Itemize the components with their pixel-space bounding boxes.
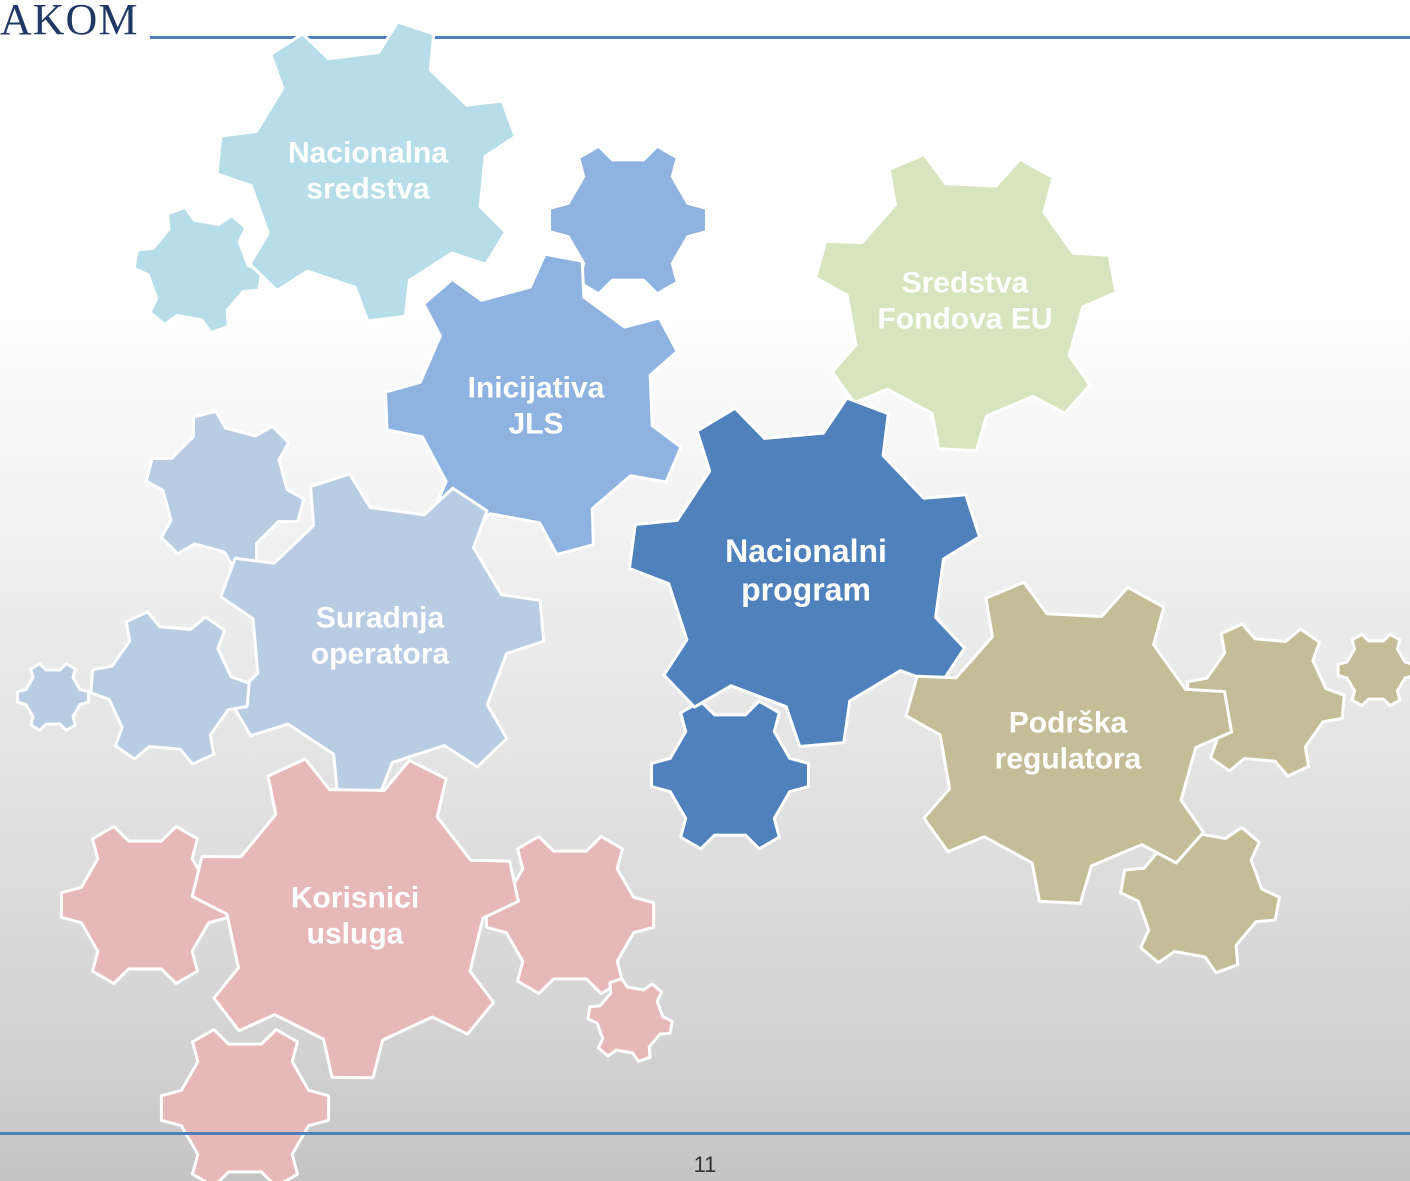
tiny-pink-gear-shape xyxy=(586,977,674,1063)
gear-nacionalni-program-label-line: Nacionalni xyxy=(725,533,887,569)
small-midblue-gear xyxy=(548,144,708,296)
gear-nacionalni-program-shape xyxy=(627,396,981,748)
small-midblue-gear-shape xyxy=(548,144,708,296)
gear-inicijativa-jls-label-line: JLS xyxy=(508,408,563,441)
tiny-lightblue-gear xyxy=(16,662,90,732)
small-pink-gear-bottom xyxy=(159,1028,331,1181)
gear-korisnici-usluga-shape xyxy=(190,757,520,1080)
tiny-pink-gear xyxy=(586,977,674,1063)
small-pink-gear-bottom-shape xyxy=(159,1028,331,1181)
gear-nacionalna-sredstva-shape xyxy=(215,20,517,323)
small-pink-gear-right xyxy=(484,835,656,995)
small-pink-gear-left xyxy=(59,825,231,985)
gear-inicijativa-jls-label-line: Inicijativa xyxy=(468,372,605,405)
tiny-tan-gear-shape xyxy=(1336,632,1410,708)
tiny-lightblue-gear-shape xyxy=(16,662,90,732)
small-pink-gear-right-shape xyxy=(484,835,656,995)
gear-suradnja-operatora-label-line: operatora xyxy=(311,638,450,671)
gear-sredstva-fondova-eu-shape xyxy=(814,153,1118,453)
gear-sredstva-fondova-eu-label-line: Sredstva xyxy=(902,267,1029,300)
logo-text: AKOM xyxy=(0,0,139,44)
gear-suradnja-operatora-label-line: Suradnja xyxy=(316,602,445,635)
page-number: 11 xyxy=(693,1152,717,1177)
small-lightblue-gear-top-shape xyxy=(144,409,306,571)
small-teal-gear xyxy=(132,205,264,335)
small-teal-gear-shape xyxy=(132,205,264,335)
small-lightblue-gear-left-shape xyxy=(89,610,251,766)
small-lightblue-gear-top xyxy=(144,409,306,571)
small-pink-gear-left-shape xyxy=(59,825,231,985)
gear-korisnici-usluga-label-line: usluga xyxy=(307,918,404,951)
top-divider-line xyxy=(150,36,1410,39)
bottom-divider-line xyxy=(0,1132,1410,1135)
small-darkblue-gear xyxy=(650,699,810,851)
gear-nacionalna-sredstva-label-line: Nacionalna xyxy=(288,137,448,170)
gear-podrska-regulatora-shape xyxy=(904,580,1234,905)
gear-korisnici-usluga-label-line: Korisnici xyxy=(291,882,419,915)
gear-nacionalna-sredstva-label-line: sredstva xyxy=(306,173,430,206)
small-darkblue-gear-shape xyxy=(650,699,810,851)
gear-nacionalni-program-label-line: program xyxy=(741,571,871,607)
gear-podrska-regulatora-label-line: Podrška xyxy=(1009,707,1128,740)
gear-sredstva-fondova-eu-label-line: Fondova EU xyxy=(877,303,1052,336)
small-lightblue-gear-left xyxy=(89,610,251,766)
tiny-tan-gear xyxy=(1336,632,1410,708)
gear-podrska-regulatora-label-line: regulatora xyxy=(995,743,1142,776)
